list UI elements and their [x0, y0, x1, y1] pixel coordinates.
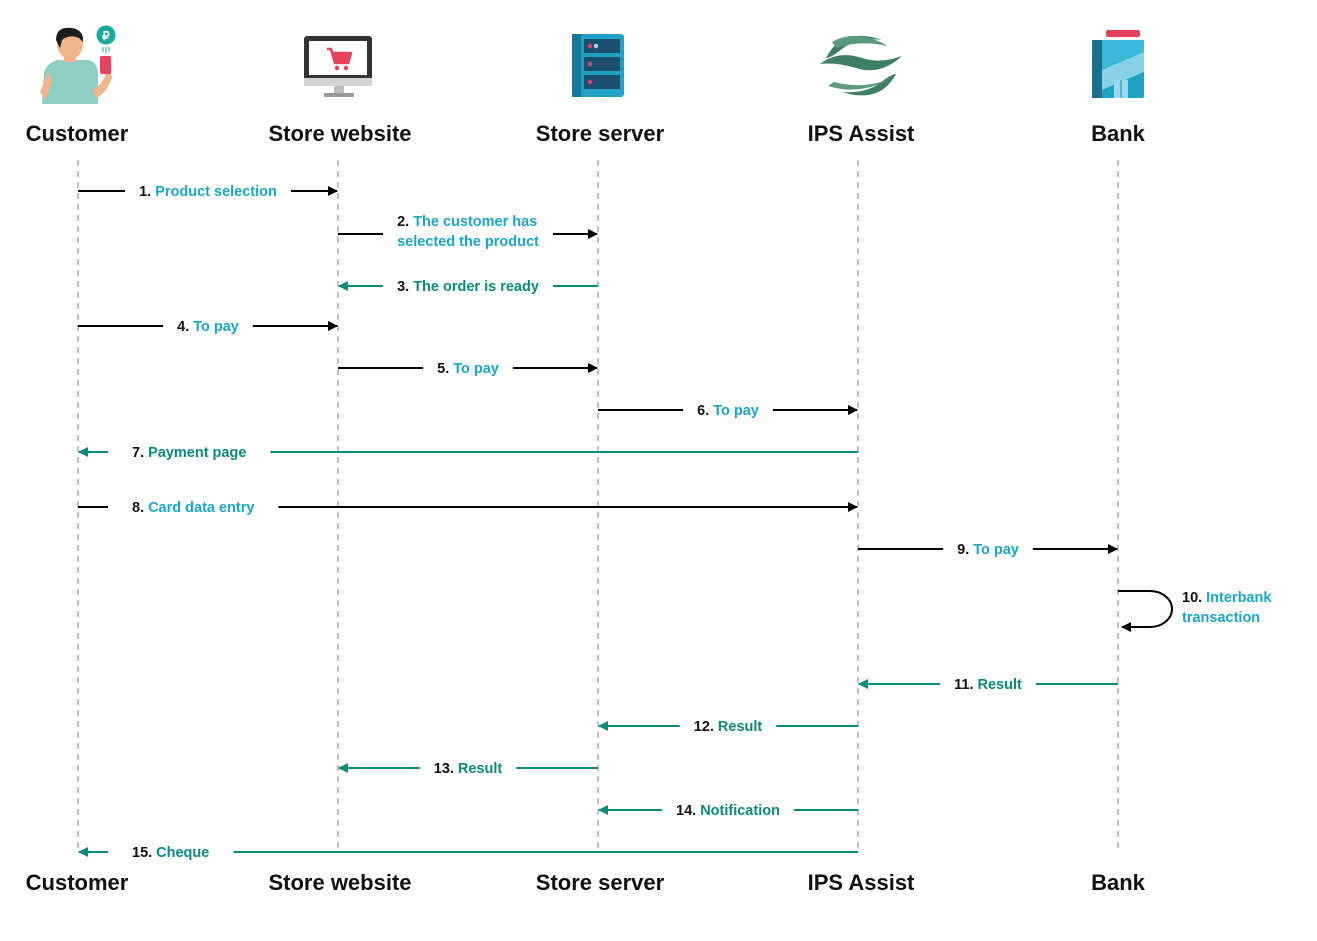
message-label: Card data entry — [148, 500, 254, 516]
actor-name-bottom-store-server: Store server — [536, 870, 665, 895]
message-number: 5. — [437, 361, 449, 377]
message-number: 3. — [397, 279, 409, 295]
message-15: 15.Cheque — [78, 845, 858, 861]
message-label: Payment page — [148, 445, 246, 461]
actor-name-bottom-store-website: Store website — [268, 870, 411, 895]
message-arrow-self — [1118, 590, 1173, 632]
message-label: The order is ready — [413, 279, 539, 295]
message-14: 14.Notification — [598, 803, 858, 819]
bank-building-icon — [1092, 30, 1144, 98]
message-label: selected the product — [397, 234, 539, 250]
message-8: 8.Card data entry — [78, 500, 858, 516]
message-label: Interbank — [1206, 590, 1272, 606]
message-3: 3.The order is ready — [338, 279, 598, 295]
server-rack-icon — [572, 34, 624, 97]
message-number: 14. — [676, 803, 696, 819]
message-number: 12. — [694, 719, 714, 735]
message-label: To pay — [713, 403, 759, 419]
message-number: 2. — [397, 214, 409, 230]
message-number: 13. — [434, 761, 454, 777]
message-label: Product selection — [155, 184, 277, 200]
message-number: 11. — [954, 677, 973, 693]
actor-name-bottom-customer: Customer — [26, 870, 129, 895]
message-label: Result — [718, 719, 762, 735]
customer-with-phone-icon: ₽ — [40, 25, 116, 104]
message-9: 9.To pay — [858, 542, 1118, 558]
message-number: 8. — [132, 500, 144, 516]
message-number: 7. — [132, 445, 144, 461]
message-label: To pay — [453, 361, 499, 377]
message-label: To pay — [973, 542, 1019, 558]
message-7: 7.Payment page — [78, 445, 858, 461]
message-label: The customer has — [413, 214, 537, 230]
monitor-shopping-cart-icon — [304, 36, 372, 97]
message-number: 10. — [1182, 590, 1202, 606]
actor-name-top-store-server: Store server — [536, 121, 665, 146]
svg-text:₽: ₽ — [102, 29, 110, 43]
message-label: To pay — [193, 319, 239, 335]
actor-name-top-ips-assist: IPS Assist — [808, 121, 915, 146]
ips-assist-logo-icon — [820, 35, 902, 96]
message-number: 1. — [139, 184, 151, 200]
message-label: Notification — [700, 803, 780, 819]
message-label: transaction — [1182, 610, 1260, 626]
message-label: Cheque — [156, 845, 209, 861]
message-2: 2.The customer has selected the product — [338, 214, 598, 250]
actor-name-bottom-bank: Bank — [1091, 870, 1146, 895]
message-4: 4.To pay — [78, 319, 338, 335]
message-label: Result — [978, 677, 1022, 693]
actor-name-top-store-website: Store website — [268, 121, 411, 146]
actor-name-bottom-ips-assist: IPS Assist — [808, 870, 915, 895]
message-number: 9. — [957, 542, 969, 558]
message-13: 13.Result — [338, 761, 598, 777]
message-12: 12.Result — [598, 719, 858, 735]
message-number: 15. — [132, 845, 152, 861]
actor-name-top-customer: Customer — [26, 121, 129, 146]
message-number: 4. — [177, 319, 189, 335]
actor-name-top-bank: Bank — [1091, 121, 1146, 146]
message-6: 6.To pay — [598, 403, 858, 419]
message-1: 1.Product selection — [78, 184, 338, 200]
message-11: 11. Result — [858, 677, 1118, 693]
message-number: 6. — [697, 403, 709, 419]
message-label: Result — [458, 761, 502, 777]
message-5: 5.To pay — [338, 361, 598, 377]
message-10: 10.Interbank transaction — [1118, 590, 1272, 632]
